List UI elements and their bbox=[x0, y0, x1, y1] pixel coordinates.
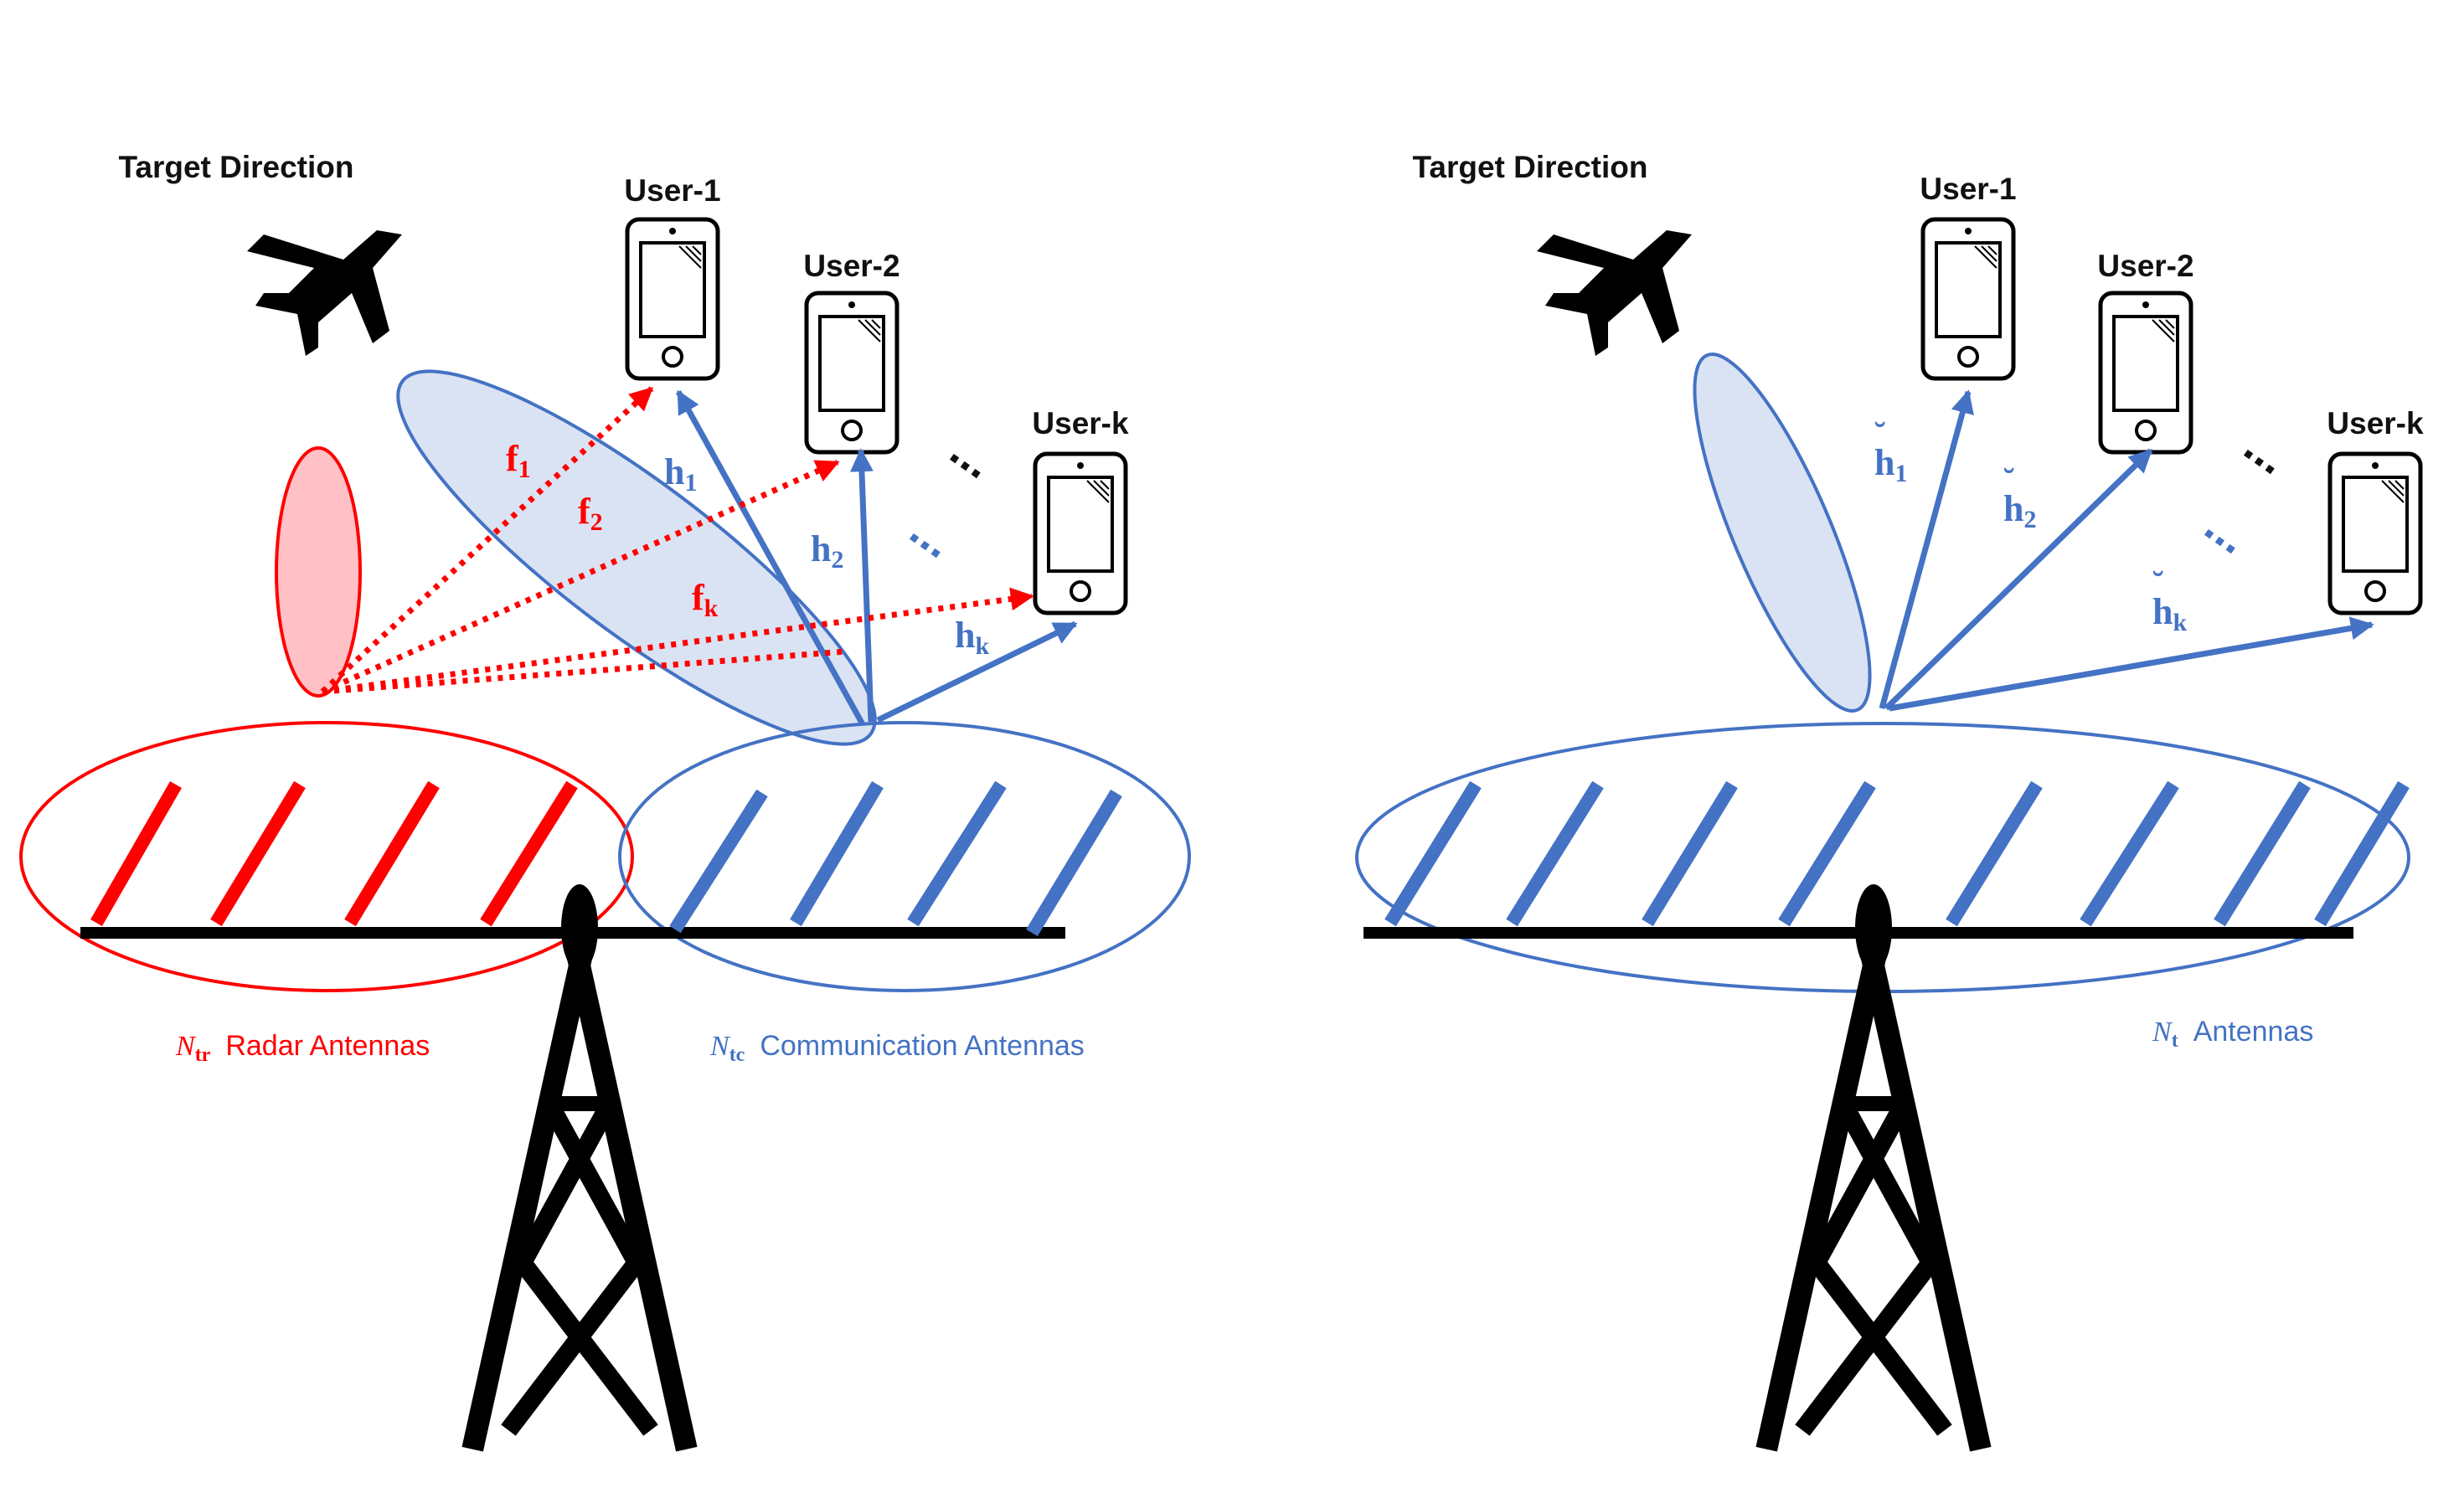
left-user-1-phone-icon bbox=[627, 219, 718, 378]
left-precoder-arrow-f1 bbox=[320, 386, 654, 694]
right-channel-label-h1: h1 ˘ bbox=[1874, 415, 1907, 487]
right-target-direction-label: Target Direction bbox=[1413, 150, 1648, 184]
svg-text:h1: h1 bbox=[1874, 442, 1907, 487]
right-user-k-phone-icon bbox=[2330, 454, 2420, 613]
right-user-1-phone-icon bbox=[1923, 219, 2013, 378]
left-channel-arrow-hk bbox=[876, 620, 1078, 723]
left-comm-antenna-group bbox=[618, 721, 1191, 992]
left-precoder-arrow-extra bbox=[322, 648, 847, 695]
left-user-1-label: User-1 bbox=[624, 173, 720, 208]
left-user-k-label: User-k bbox=[1032, 406, 1129, 440]
left-user-k-phone-icon bbox=[1035, 454, 1126, 613]
right-user-k-label: User-k bbox=[2327, 406, 2424, 440]
left-user-2-label: User-2 bbox=[803, 249, 900, 283]
left-comm-beam bbox=[396, 369, 877, 746]
right-channel-arrow-h1 bbox=[1879, 389, 1974, 709]
right-channel-arrow-hk bbox=[1889, 616, 2374, 712]
left-panel: Target Direction User-1 User-2 User-k ..… bbox=[19, 150, 1191, 1439]
right-channel-arrow-h2 bbox=[1884, 448, 2153, 711]
right-airplane-icon bbox=[1537, 230, 1692, 356]
left-channel-label-hk: hk bbox=[955, 615, 989, 660]
right-channel-label-h2: h2 ˘ bbox=[2003, 461, 2036, 533]
left-channel-label-h2: h2 bbox=[811, 528, 843, 574]
left-precoder-label-fk: fk bbox=[692, 577, 719, 622]
svg-text:hk: hk bbox=[2152, 591, 2187, 636]
left-user-ellipsis: ... bbox=[941, 423, 1003, 488]
right-user-2-label: User-2 bbox=[2097, 249, 2193, 283]
left-channel-label-h1: h1 bbox=[664, 451, 697, 497]
right-beam bbox=[1693, 353, 1872, 713]
right-user-ellipsis: ... bbox=[2235, 419, 2297, 484]
left-radar-antennas bbox=[90, 780, 578, 927]
left-radar-antenna-group bbox=[19, 721, 634, 992]
left-target-direction-label: Target Direction bbox=[119, 150, 354, 184]
right-antennas bbox=[1384, 780, 2410, 927]
left-precoder-label-f2: f2 bbox=[578, 491, 603, 536]
left-user-2-phone-icon bbox=[807, 293, 897, 452]
left-tower-icon bbox=[475, 884, 684, 1439]
left-comm-antennas bbox=[669, 780, 1122, 937]
left-precoder-label-f1: f1 bbox=[506, 438, 531, 483]
right-channel-ellipsis: ... bbox=[2196, 498, 2258, 564]
svg-text:h2: h2 bbox=[2003, 488, 2036, 533]
svg-text:˘: ˘ bbox=[1874, 415, 1885, 453]
left-channel-ellipsis: ... bbox=[901, 502, 963, 568]
left-airplane-icon bbox=[247, 230, 402, 356]
left-precoder-arrow-fk bbox=[322, 587, 1034, 695]
left-channel-arrow-h1 bbox=[675, 389, 866, 726]
svg-text:˘: ˘ bbox=[2152, 564, 2163, 602]
right-user-1-label: User-1 bbox=[1920, 172, 2016, 206]
left-radar-beam bbox=[275, 446, 362, 698]
svg-text:˘: ˘ bbox=[2003, 461, 2014, 499]
right-user-2-phone-icon bbox=[2101, 293, 2191, 452]
right-tower-icon bbox=[1769, 884, 1978, 1439]
left-precoder-arrow-f2 bbox=[321, 459, 840, 695]
right-panel: Target Direction User-1 User-2 User-k ..… bbox=[1355, 150, 2424, 1439]
right-channel-label-hk: hk ˘ bbox=[2152, 564, 2187, 636]
left-channel-arrow-h2 bbox=[849, 448, 874, 723]
